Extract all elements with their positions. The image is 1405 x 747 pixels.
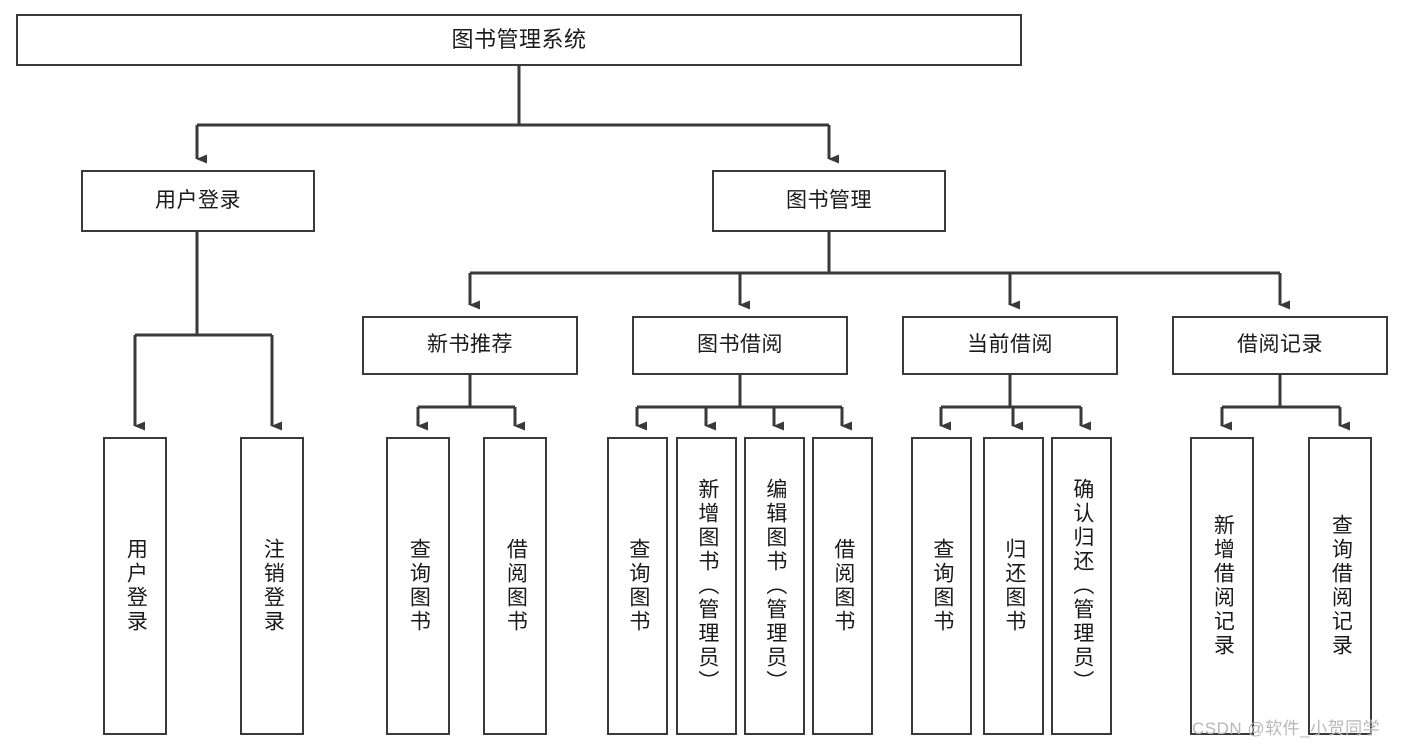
node-label: 借阅记录 <box>1237 333 1323 357</box>
node-leaf-4[interactable]: 查询图书 <box>607 437 668 735</box>
node-label: 查询图书 <box>930 538 954 634</box>
node-leaf-2[interactable]: 查询图书 <box>386 437 450 735</box>
node-level3-1[interactable]: 图书借阅 <box>632 316 848 375</box>
node-label: 新书推荐 <box>427 333 513 357</box>
node-label: 归还图书 <box>1002 538 1026 634</box>
node-leaf-7[interactable]: 借阅图书 <box>812 437 873 735</box>
node-leaf-3[interactable]: 借阅图书 <box>483 437 547 735</box>
node-level3-2[interactable]: 当前借阅 <box>902 316 1118 375</box>
node-label: 查询图书 <box>626 538 650 634</box>
node-label: 借阅图书 <box>504 538 528 634</box>
node-root-system[interactable]: 图书管理系统 <box>16 14 1022 66</box>
node-level3-0[interactable]: 新书推荐 <box>362 316 578 375</box>
node-label: 用户登录 <box>124 538 148 634</box>
node-level3-3[interactable]: 借阅记录 <box>1172 316 1388 375</box>
node-leaf-0[interactable]: 用户登录 <box>103 437 167 735</box>
node-label: 查询借阅记录 <box>1329 514 1353 658</box>
node-leaf-1[interactable]: 注销登录 <box>240 437 304 735</box>
node-level2-1[interactable]: 图书管理 <box>712 170 946 232</box>
node-leaf-8[interactable]: 查询图书 <box>911 437 972 735</box>
node-label: 图书借阅 <box>697 333 783 357</box>
node-leaf-11[interactable]: 新增借阅记录 <box>1190 437 1254 735</box>
node-label: 查询图书 <box>407 538 431 634</box>
node-label: 图书管理 <box>786 188 872 212</box>
node-label: 新增图书（管理员） <box>695 478 719 694</box>
node-leaf-6[interactable]: 编辑图书（管理员） <box>744 437 805 735</box>
node-leaf-12[interactable]: 查询借阅记录 <box>1308 437 1372 735</box>
node-label: 注销登录 <box>261 538 285 634</box>
node-label: 用户登录 <box>155 188 241 212</box>
node-label: 新增借阅记录 <box>1211 514 1235 658</box>
node-label: 编辑图书（管理员） <box>763 478 787 694</box>
node-level2-0[interactable]: 用户登录 <box>81 170 315 232</box>
node-leaf-5[interactable]: 新增图书（管理员） <box>676 437 737 735</box>
csdn-watermark: CSDN @软件_小贺同学 <box>1192 719 1381 738</box>
node-label: 借阅图书 <box>831 538 855 634</box>
node-leaf-9[interactable]: 归还图书 <box>983 437 1044 735</box>
node-label: 当前借阅 <box>967 333 1053 357</box>
node-label: 确认归还（管理员） <box>1070 478 1094 694</box>
node-leaf-10[interactable]: 确认归还（管理员） <box>1051 437 1112 735</box>
node-label: 图书管理系统 <box>451 27 587 53</box>
